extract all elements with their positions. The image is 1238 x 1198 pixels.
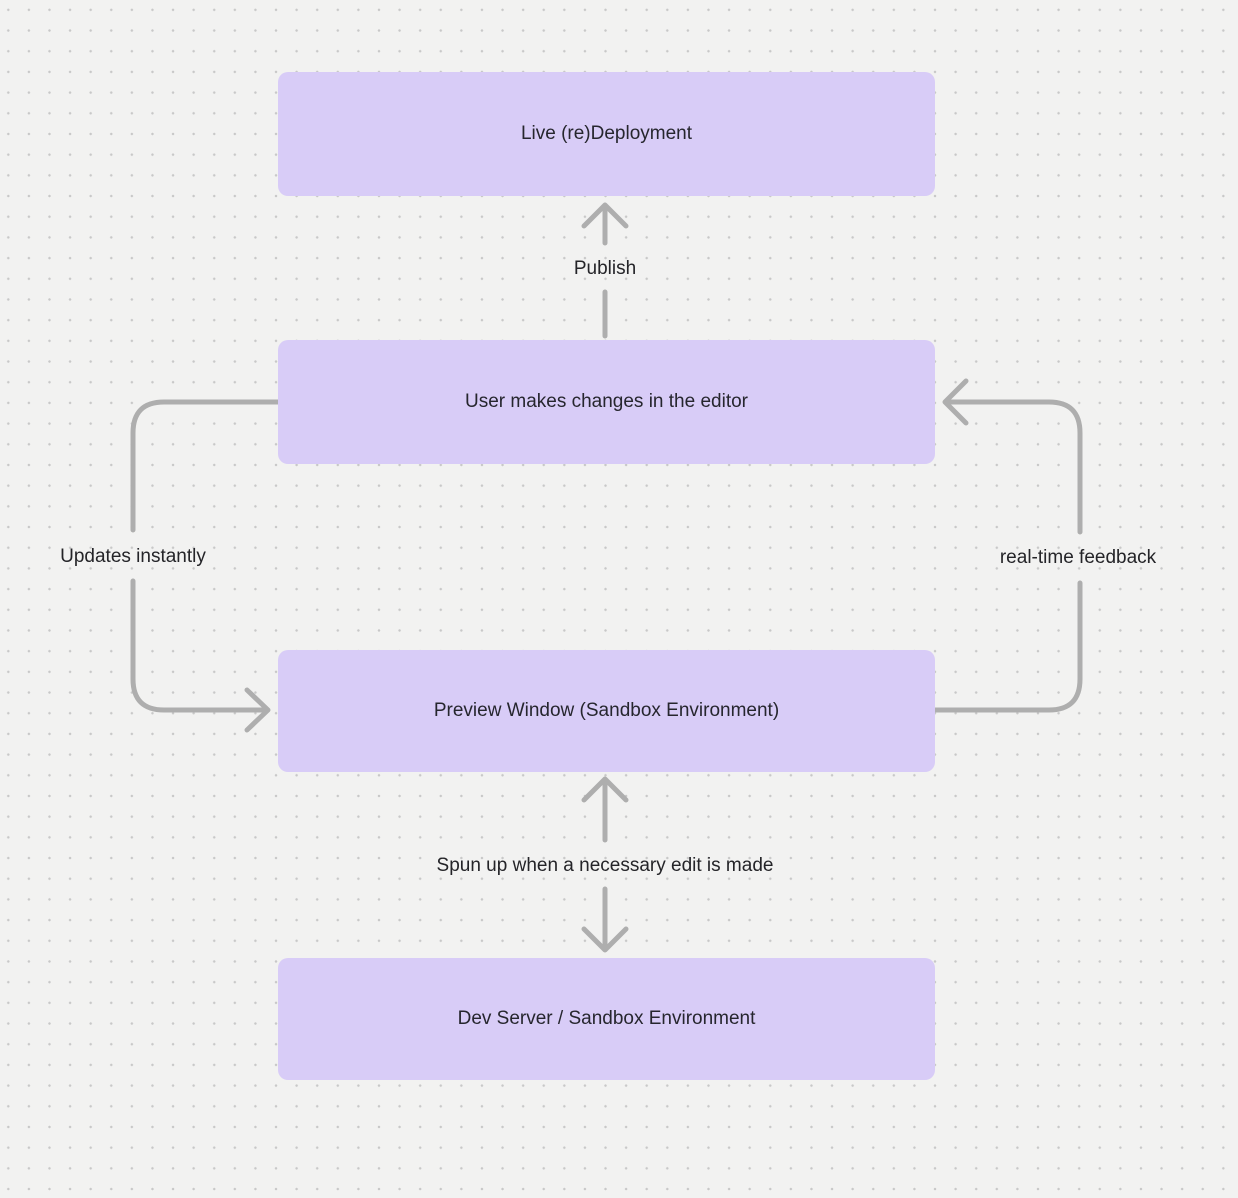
node-live-redeployment[interactable]: Live (re)Deployment [278, 72, 935, 196]
edge-updates-instantly [130, 399, 281, 733]
node-label: Live (re)Deployment [520, 122, 693, 144]
arrowhead-up-icon [581, 202, 629, 229]
edge-spun-up [581, 776, 629, 953]
arrowhead-right-icon [244, 687, 271, 733]
edge-label-updates-instantly: Updates instantly [60, 546, 206, 567]
node-dev-server[interactable]: Dev Server / Sandbox Environment [278, 958, 935, 1080]
edge-real-time-feedback [932, 378, 1083, 713]
edge-publish [581, 202, 629, 339]
node-preview-window[interactable]: Preview Window (Sandbox Environment) [278, 650, 935, 772]
node-label: User makes changes in the editor [464, 390, 749, 412]
arrowhead-up-icon [581, 776, 629, 803]
arrowhead-left-icon [942, 378, 969, 426]
edge-label-spun-up: Spun up when a necessary edit is made [436, 855, 774, 876]
edge-updates-line-lower [130, 578, 265, 713]
edge-updates-line-upper [130, 399, 281, 533]
node-user-edits[interactable]: User makes changes in the editor [278, 340, 935, 464]
edge-label-real-time-feedback: real-time feedback [999, 547, 1157, 568]
arrowhead-down-icon [581, 926, 629, 953]
edge-feedback-line-lower [932, 580, 1083, 713]
node-label: Preview Window (Sandbox Environment) [433, 699, 780, 721]
edge-feedback-line-upper [947, 399, 1083, 535]
node-label: Dev Server / Sandbox Environment [457, 1007, 756, 1029]
edge-label-publish: Publish [573, 258, 637, 279]
